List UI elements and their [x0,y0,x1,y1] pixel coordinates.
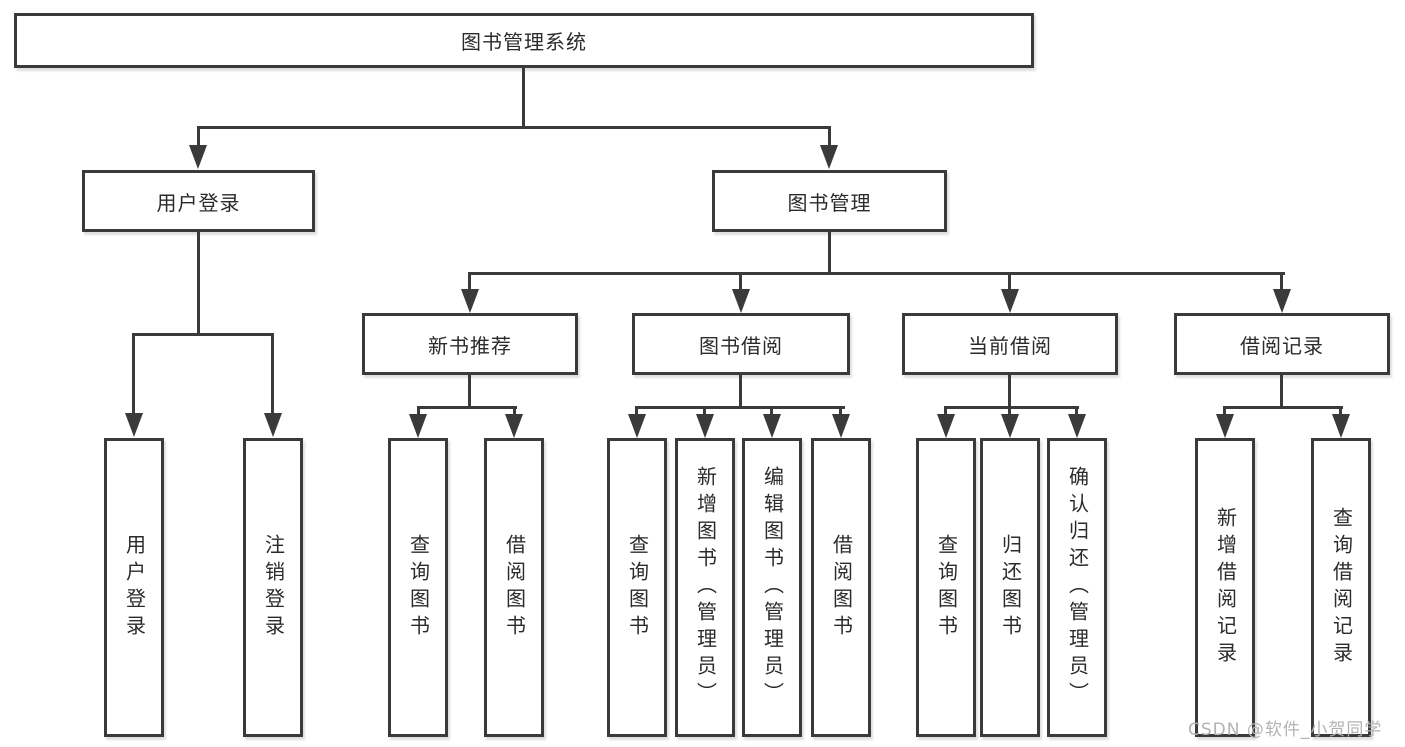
connector-line [1280,275,1283,290]
node-current-borrowing: 当前借阅 [902,313,1118,375]
connector-line [1339,409,1342,415]
leaf-borrow-books-recommend: 借阅图书 [484,438,544,737]
leaf-label: 注销登录 [261,533,286,642]
connector-line [635,409,638,415]
arrow-down-icon [409,414,427,438]
arrow-down-icon [1332,414,1350,438]
arrow-down-icon [832,414,850,438]
node-borrowing-records: 借阅记录 [1174,313,1390,375]
leaf-query-books-recommend: 查询图书 [388,438,448,737]
arrow-down-icon [732,289,750,313]
leaf-label: 确认归还（管理员） [1065,466,1090,709]
connector-line [839,409,842,415]
leaf-add-books-admin: 新增图书（管理员） [675,438,735,737]
leaf-add-borrow-record: 新增借阅记录 [1195,438,1255,737]
leaf-label: 归还图书 [998,533,1023,642]
arrow-down-icon [628,414,646,438]
watermark: CSDN @软件_小贺同学 [1188,720,1383,740]
connector-line [739,275,742,290]
connector-line [1008,275,1011,290]
connector-line [197,129,200,147]
arrow-down-icon [1001,414,1019,438]
connector-line [132,336,135,413]
connector-line [468,375,471,409]
connector-line [417,409,420,415]
connector-line [417,406,517,409]
connector-line [468,275,471,290]
node-user-login: 用户登录 [82,170,315,232]
arrow-down-icon [1001,289,1019,313]
node-library-management-system: 图书管理系统 [14,13,1034,68]
node-book-borrowing: 图书借阅 [632,313,850,375]
node-label: 图书管理 [787,190,872,215]
leaf-query-borrow-record: 查询借阅记录 [1311,438,1371,737]
leaf-query-books-borrowing: 查询图书 [607,438,667,737]
leaf-label: 编辑图书（管理员） [760,466,785,709]
leaf-query-books-current: 查询图书 [916,438,976,737]
leaf-borrow-books: 借阅图书 [811,438,871,737]
node-label: 图书管理系统 [461,30,587,54]
connector-line [468,272,1285,275]
connector-line [703,409,706,415]
leaf-label: 查询借阅记录 [1329,506,1354,669]
connector-line [1280,375,1283,409]
node-label: 图书借阅 [699,333,783,358]
leaf-label: 用户登录 [122,533,147,642]
connector-line [197,232,200,336]
connector-line [770,409,773,415]
arrow-down-icon [189,145,207,169]
connector-line [271,336,274,413]
arrow-down-icon [264,413,282,437]
arrow-down-icon [937,414,955,438]
connector-line [132,333,274,336]
leaf-label: 查询图书 [934,533,959,642]
leaf-user-login: 用户登录 [104,438,164,737]
connector-line [1008,409,1011,415]
arrow-down-icon [820,145,838,169]
node-label: 用户登录 [156,190,241,215]
arrow-down-icon [763,414,781,438]
connector-line [1075,409,1078,415]
node-label: 新书推荐 [428,333,512,358]
connector-line [828,232,831,275]
connector-line [522,68,525,128]
node-label: 当前借阅 [968,333,1052,358]
node-book-management: 图书管理 [712,170,947,232]
connector-line [197,126,831,129]
leaf-label: 查询图书 [406,533,431,642]
arrow-down-icon [125,413,143,437]
connector-line [944,406,1079,409]
connector-line [635,406,845,409]
connector-line [1223,406,1343,409]
leaf-return-books: 归还图书 [980,438,1040,737]
arrow-down-icon [505,414,523,438]
arrow-down-icon [1273,289,1291,313]
arrow-down-icon [1068,414,1086,438]
leaf-logout: 注销登录 [243,438,303,737]
node-new-book-recommendation: 新书推荐 [362,313,578,375]
leaf-label: 查询图书 [625,533,650,642]
connector-line [944,409,947,415]
arrow-down-icon [1216,414,1234,438]
leaf-edit-books-admin: 编辑图书（管理员） [742,438,802,737]
leaf-label: 借阅图书 [502,533,527,642]
leaf-label: 新增借阅记录 [1213,506,1238,669]
arrow-down-icon [696,414,714,438]
connector-line [1223,409,1226,415]
connector-line [1008,375,1011,409]
connector-line [739,375,742,409]
leaf-label: 新增图书（管理员） [693,466,718,709]
leaf-label: 借阅图书 [829,533,854,642]
node-label: 借阅记录 [1240,333,1324,358]
connector-line [513,409,516,415]
leaf-confirm-return-admin: 确认归还（管理员） [1047,438,1107,737]
connector-line [828,129,831,147]
arrow-down-icon [461,289,479,313]
